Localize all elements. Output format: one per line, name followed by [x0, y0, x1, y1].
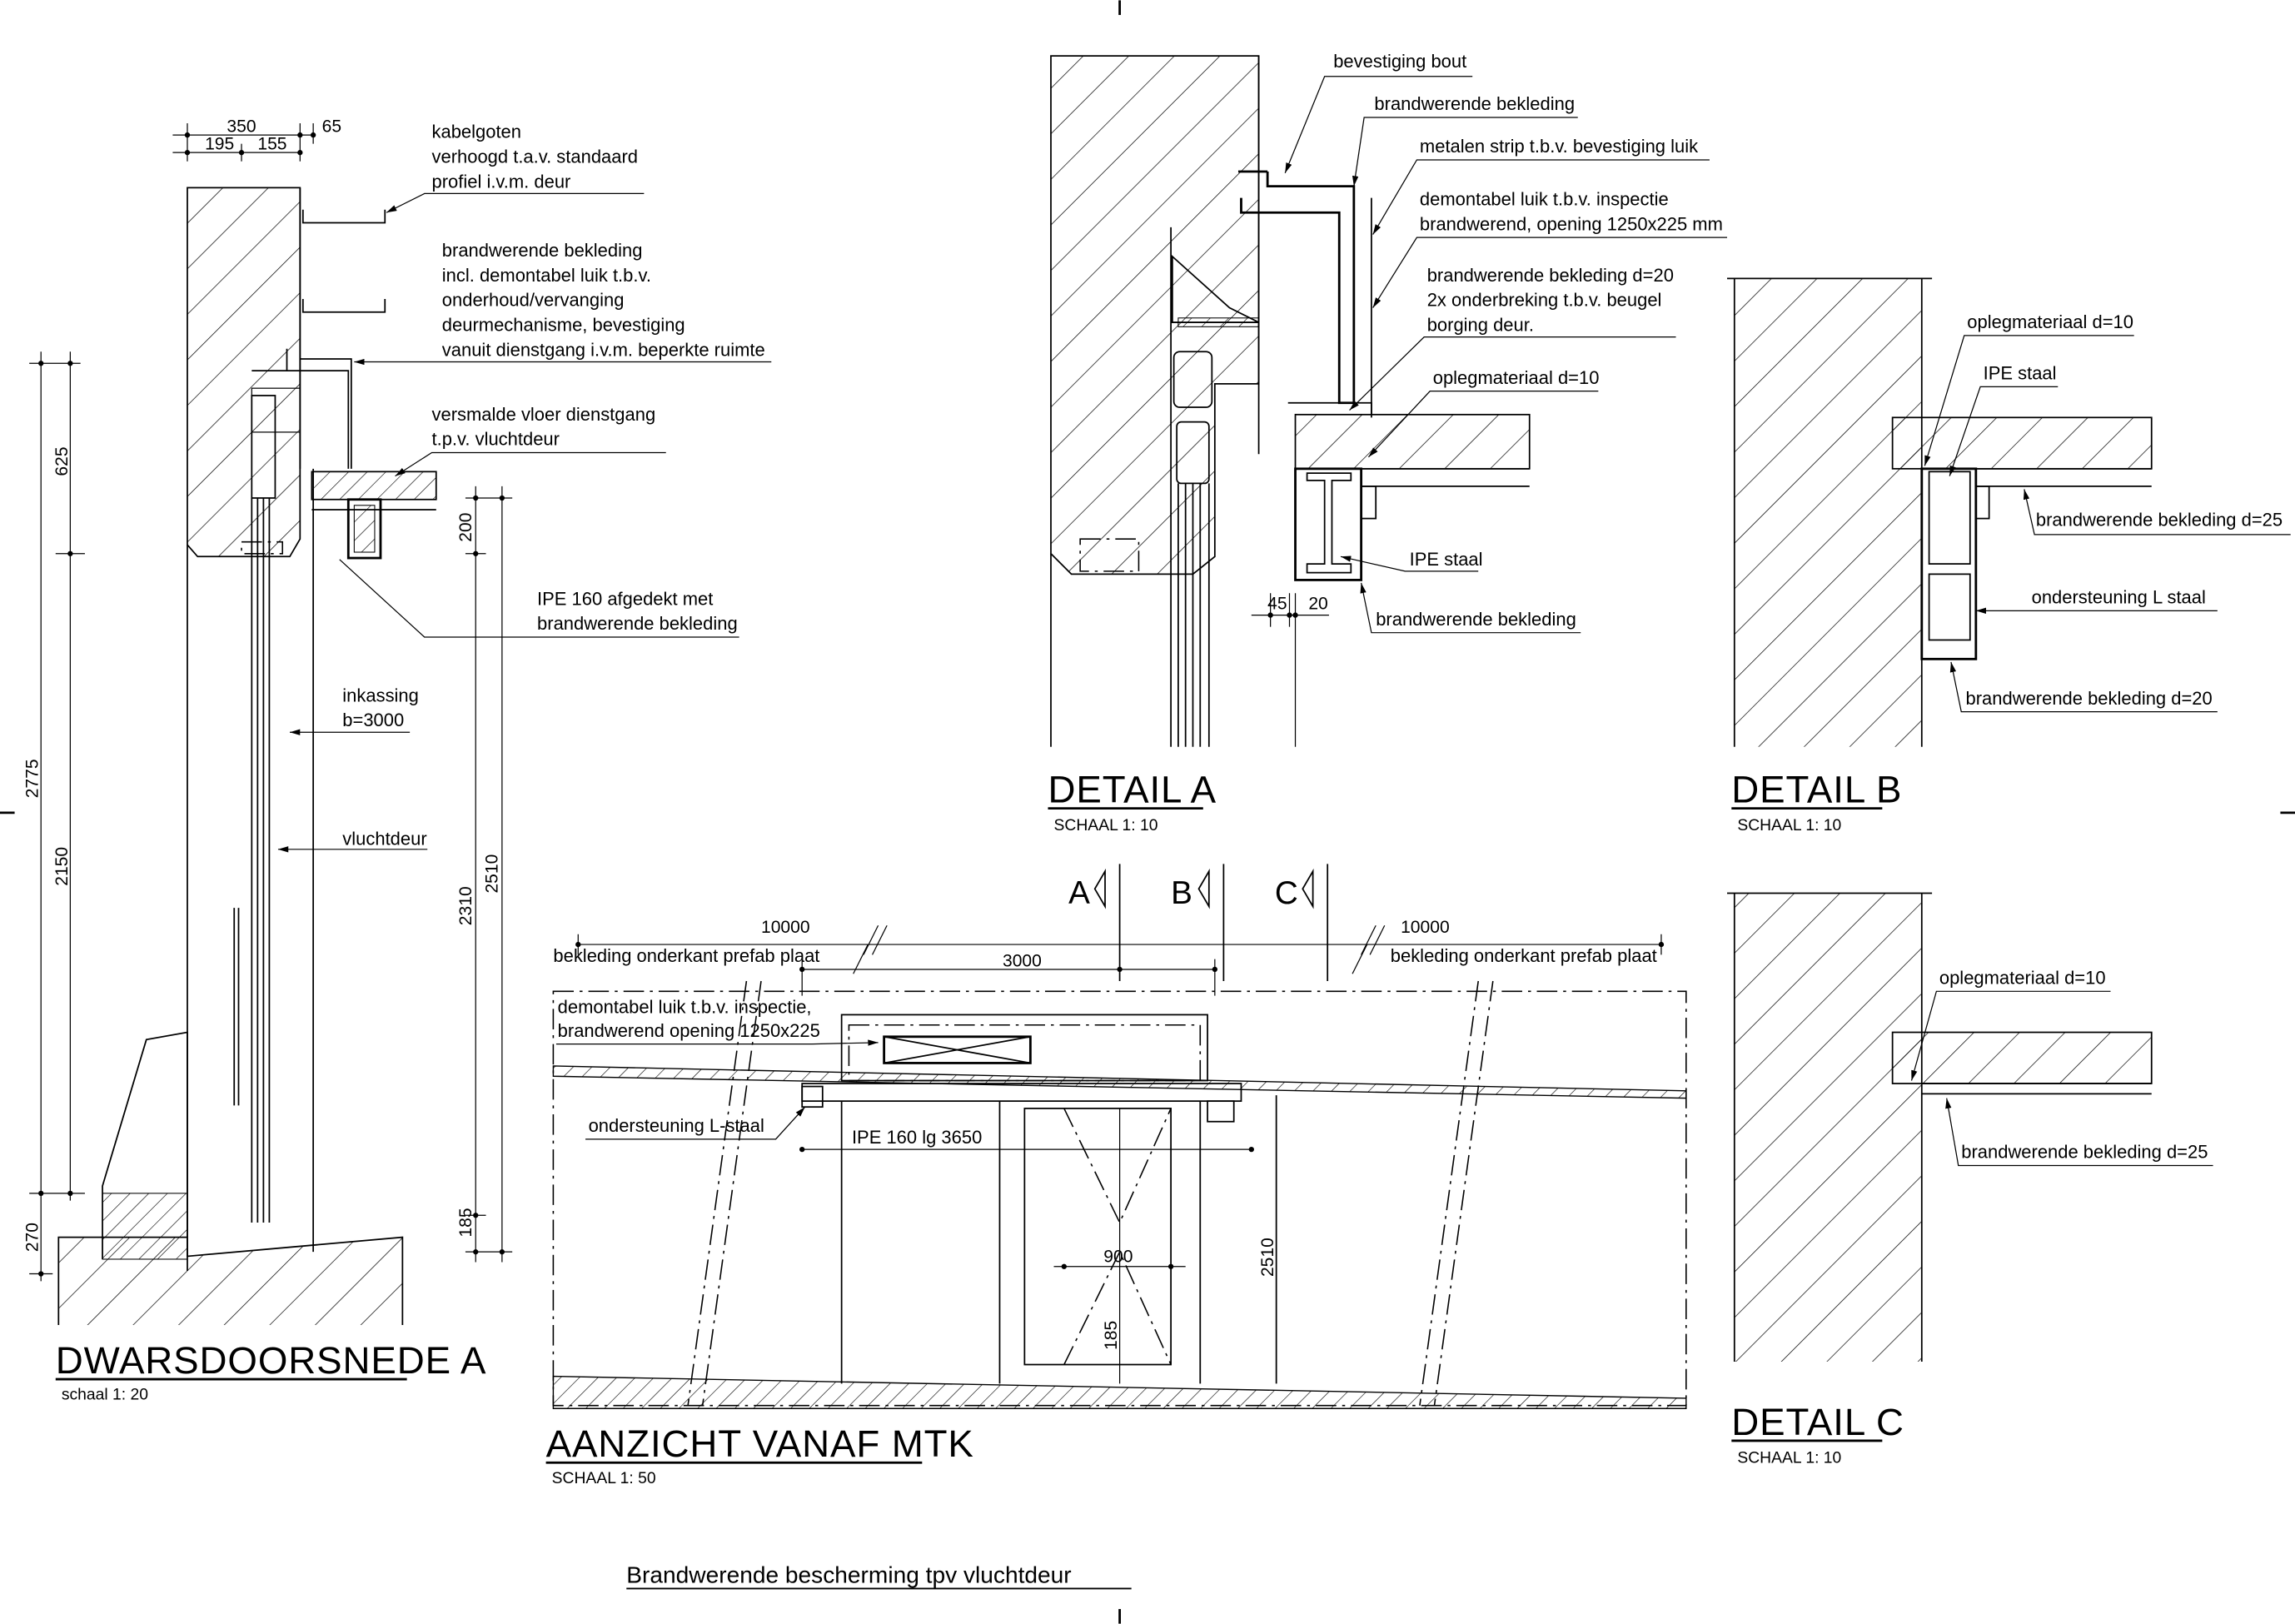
section-a-scale: schaal 1: 20 [62, 1387, 148, 1404]
label-inkassing: inkassing b=3000 [290, 685, 419, 735]
dim-200: 200 [456, 513, 475, 542]
dim-900: 900 [1103, 1247, 1133, 1266]
svg-text:incl. demontabel luik t.b.v.: incl. demontabel luik t.b.v. [442, 265, 651, 286]
right-dimensions: 200 2310 2510 185 [456, 486, 513, 1263]
label-ondersteuning: ondersteuning L staal [2032, 587, 2206, 608]
section-a-title: DWARSDOORSNEDE A [56, 1339, 487, 1382]
label-oplegmateriaal: oplegmateriaal d=10 [1433, 367, 1600, 388]
svg-text:borging deur.: borging deur. [1427, 315, 1534, 336]
dim-270: 270 [23, 1223, 42, 1252]
svg-text:IPE 160 afgedekt met: IPE 160 afgedekt met [537, 588, 713, 609]
detail-b: oplegmateriaal d=10 IPE staal brandweren… [1727, 277, 2291, 834]
dim-2510: 2510 [1258, 1238, 1277, 1277]
section-a: 350 65 195 155 625 2775 2150 270 [23, 117, 772, 1404]
label-onderkant-right: bekleding onderkant prefab plaat [1391, 945, 1657, 966]
dim-10000-right: 10000 [1401, 918, 1450, 937]
wall-hatch [187, 187, 301, 558]
svg-text:verhoogd t.a.v. standaard: verhoogd t.a.v. standaard [432, 146, 639, 167]
dim-625: 625 [52, 446, 72, 476]
detail-b-scale: SCHAAL 1: 10 [1737, 817, 1841, 834]
label-bekleding-d20: brandwerende bekleding d=20 [1966, 688, 2213, 709]
label-oplegmateriaal: oplegmateriaal d=10 [1967, 311, 2133, 332]
detail-a-scale: SCHAAL 1: 10 [1054, 817, 1158, 834]
detail-c-scale: SCHAAL 1: 10 [1737, 1449, 1841, 1467]
svg-text:brandwerende bekleding: brandwerende bekleding [442, 240, 643, 261]
label-versmalde-vloer: versmalde vloer dienstgang t.p.v. vlucht… [395, 404, 666, 477]
detail-a: 45 20 bevestiging bout brandwerende bekl… [1048, 51, 1728, 834]
elevation-scale: SCHAAL 1: 50 [552, 1470, 656, 1487]
label-ipe-staal: IPE staal [1984, 363, 2057, 384]
dim-45: 45 [1267, 595, 1287, 614]
svg-text:profiel i.v.m. deur: profiel i.v.m. deur [432, 171, 571, 192]
dim-185: 185 [456, 1208, 475, 1237]
label-luik-line1: demontabel luik t.b.v. inspectie, [558, 997, 812, 1018]
dim-2310: 2310 [456, 886, 475, 925]
svg-text:t.p.v. vluchtdeur: t.p.v. vluchtdeur [432, 429, 560, 450]
dim-2150: 2150 [52, 847, 72, 886]
door-leaf [251, 497, 271, 1223]
detail-c-title: DETAIL C [1731, 1401, 1904, 1443]
dim-2510: 2510 [483, 854, 502, 894]
svg-text:b=3000: b=3000 [342, 710, 404, 730]
svg-text:deurmechanisme, bevestiging: deurmechanisme, bevestiging [442, 315, 685, 336]
detail-b-title: DETAIL B [1731, 769, 1902, 811]
label-brandwerende-bekleding-top: brandwerende bekleding [1374, 93, 1575, 114]
dim-10000-left: 10000 [761, 918, 810, 937]
label-luik-line2: brandwerend opening 1250x225 [558, 1020, 820, 1041]
svg-text:vanuit dienstgang i.v.m. beper: vanuit dienstgang i.v.m. beperkte ruimte [442, 339, 765, 360]
label-brandwerende-bekleding-bottom: brandwerende bekleding [1376, 609, 1576, 630]
label-ipe-160: IPE 160 lg 3650 [852, 1127, 982, 1148]
section-markers: A B C [1068, 864, 1329, 982]
dim-2775: 2775 [23, 759, 42, 798]
label-vluchtdeur: vluchtdeur [277, 829, 428, 853]
section-mark-c: C [1275, 875, 1299, 911]
sheet-title: Brandwerende bescherming tpv vluchtdeur [626, 1562, 1071, 1587]
label-kabelgoten: kabelgoten verhoogd t.a.v. standaard pro… [386, 122, 645, 213]
svg-text:onderhoud/vervanging: onderhoud/vervanging [442, 290, 625, 311]
elevation: A B C 10000 10000 3000 bekleding onderka… [545, 864, 1687, 1487]
label-bekleding-d25: brandwerende bekleding d=25 [2036, 509, 2283, 530]
detail-a-title: DETAIL A [1048, 769, 1217, 811]
svg-text:brandwerende bekleding: brandwerende bekleding [537, 613, 738, 634]
label-ipe-160: IPE 160 afgedekt met brandwerende bekled… [339, 559, 739, 638]
dim-20: 20 [1308, 595, 1327, 614]
label-luik-line2: brandwerend, opening 1250x225 mm [1420, 213, 1723, 234]
dim-65: 65 [322, 117, 341, 137]
section-mark-b: B [1171, 875, 1193, 911]
svg-text:2x onderbreking t.b.v. beugel: 2x onderbreking t.b.v. beugel [1427, 290, 1662, 311]
label-bekleding-d20: brandwerende bekleding d=20 [1427, 265, 1674, 286]
label-ipe-staal: IPE staal [1410, 549, 1483, 570]
label-luik-line1: demontabel luik t.b.v. inspectie [1420, 188, 1669, 209]
svg-text:versmalde vloer dienstgang: versmalde vloer dienstgang [432, 404, 656, 425]
dim-350: 350 [227, 117, 256, 137]
svg-text:kabelgoten: kabelgoten [432, 122, 522, 142]
dim-185: 185 [1102, 1321, 1121, 1350]
label-oplegmateriaal: oplegmateriaal d=10 [1939, 968, 2106, 989]
label-bevestiging-bout: bevestiging bout [1333, 51, 1466, 72]
elevation-title: AANZICHT VANAF MTK [546, 1422, 974, 1465]
left-dimensions: 625 2775 2150 270 [23, 351, 85, 1282]
top-dimensions: 350 65 195 155 [172, 117, 341, 162]
label-ondersteuning: ondersteuning L-staal [589, 1115, 764, 1136]
dim-195: 195 [205, 135, 234, 154]
svg-text:vluchtdeur: vluchtdeur [342, 829, 426, 849]
label-metalen-strip: metalen strip t.b.v. bevestiging luik [1420, 136, 1699, 157]
dim-155: 155 [257, 135, 286, 154]
label-bekleding-luik: brandwerende bekleding incl. demontabel … [354, 240, 772, 366]
detail-c: oplegmateriaal d=10 brandwerende bekledi… [1727, 892, 2213, 1467]
section-mark-a: A [1068, 875, 1091, 911]
svg-text:inkassing: inkassing [342, 685, 419, 705]
label-onderkant-left: bekleding onderkant prefab plaat [553, 945, 819, 966]
label-bekleding-d25: brandwerende bekleding d=25 [1961, 1142, 2208, 1163]
dim-3000: 3000 [1003, 951, 1042, 970]
